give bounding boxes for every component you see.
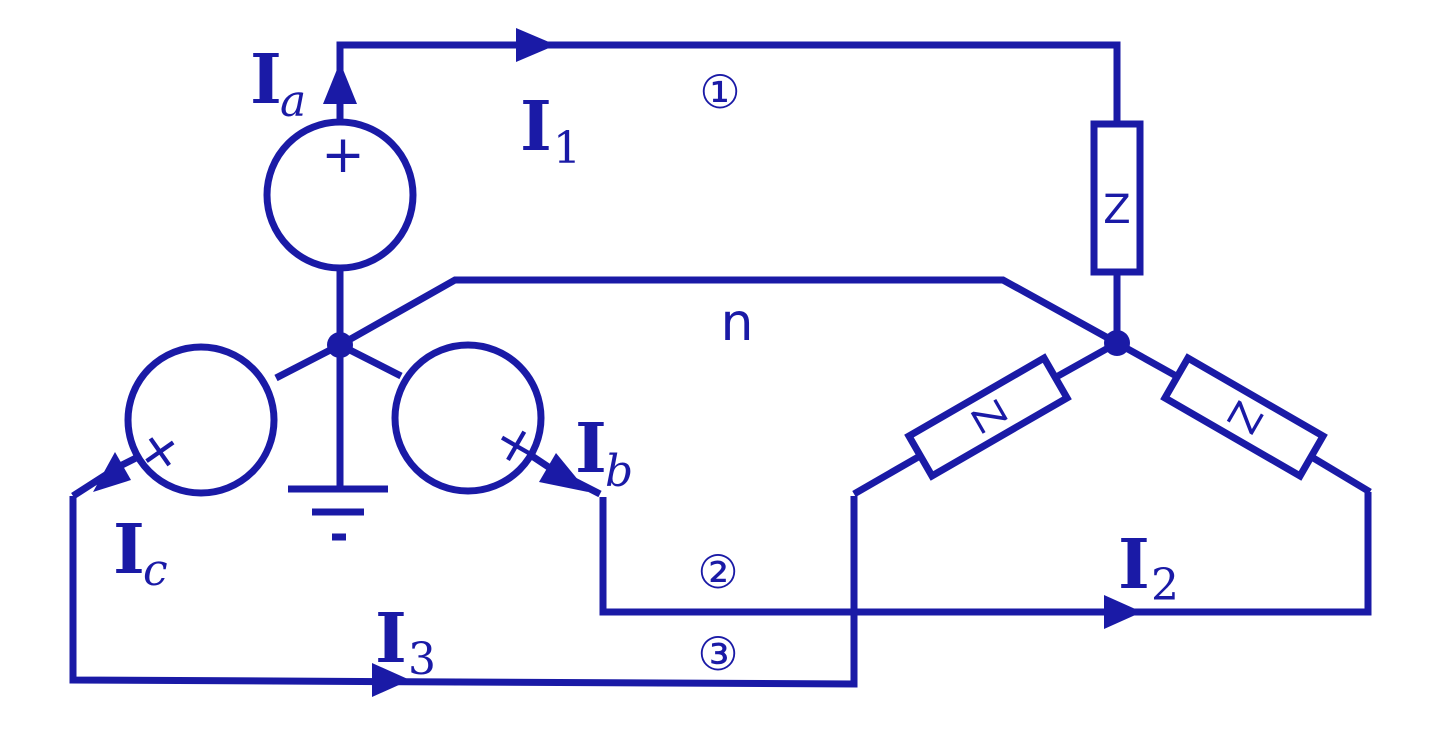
label-line-1: ① <box>699 65 740 119</box>
label-current-i3: I 3 <box>375 599 436 685</box>
arrow-ib <box>539 453 588 492</box>
impedance-top: Z <box>1090 120 1144 276</box>
wire-z-left-to-corner <box>852 452 922 498</box>
voltage-source-a <box>263 118 417 272</box>
source-a-polarity: + <box>321 125 365 185</box>
label-neutral-n: n <box>721 293 754 353</box>
source-star-node <box>327 332 353 358</box>
arrow-i1 <box>516 28 556 62</box>
label-current-ic: I c <box>113 510 168 596</box>
load-star-node <box>1104 330 1130 356</box>
svg-text:3: 3 <box>408 634 436 685</box>
label-current-i1: I 1 <box>520 87 581 174</box>
svg-text:b: b <box>605 446 633 497</box>
ground-symbol <box>288 485 388 541</box>
svg-text:1: 1 <box>553 123 581 174</box>
label-line-3: ③ <box>697 627 738 681</box>
svg-text:I: I <box>250 40 282 120</box>
svg-text:I: I <box>520 87 552 167</box>
arrow-i2 <box>1104 595 1142 629</box>
impedance-right: Z <box>1160 353 1328 481</box>
label-current-ia: I a <box>250 40 306 127</box>
svg-text:I: I <box>113 510 145 590</box>
impedance-left: Z <box>904 353 1072 481</box>
voltage-source-c <box>124 343 278 497</box>
label-line-2: ② <box>697 545 738 599</box>
svg-text:I: I <box>575 409 607 489</box>
svg-text:a: a <box>280 76 306 127</box>
arrow-ia <box>323 62 357 104</box>
svg-text:c: c <box>143 545 168 596</box>
label-current-ib: I b <box>575 409 633 497</box>
arrow-i3 <box>372 663 410 697</box>
arrow-ic <box>93 452 131 492</box>
svg-text:Z: Z <box>1103 187 1130 233</box>
svg-text:I: I <box>375 599 407 679</box>
wire-z-right-to-corner <box>1308 452 1372 496</box>
voltage-source-b <box>391 341 545 495</box>
svg-text:I: I <box>1118 525 1150 605</box>
wire-line-3 <box>69 496 858 688</box>
wire-line-2 <box>599 492 1372 616</box>
svg-text:2: 2 <box>1151 560 1179 611</box>
wire-neutral <box>338 276 1119 349</box>
label-current-i2: I 2 <box>1118 525 1179 611</box>
